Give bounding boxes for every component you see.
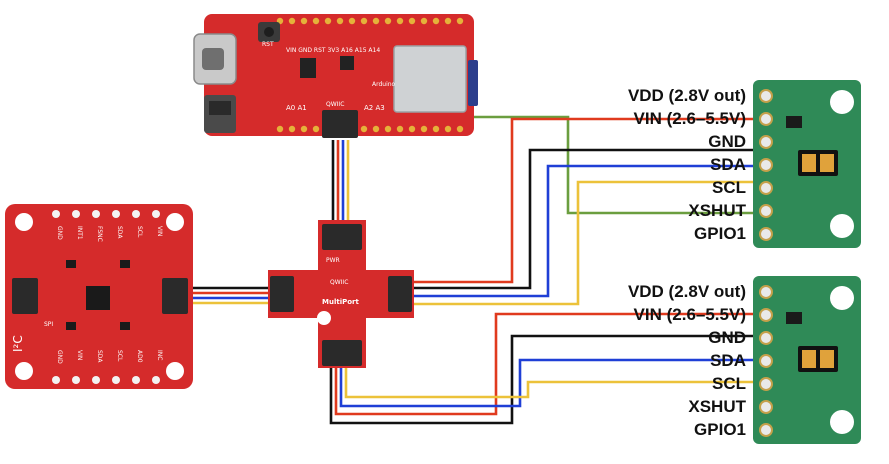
wire-s2-scl-yellow (344, 365, 762, 399)
sensor-1-pin-vdd-label: VDD (2.8V out) (627, 86, 746, 105)
sensor-2-pin-xshut-label: XSHUT (688, 397, 746, 416)
svg-text:SCL: SCL (136, 226, 143, 238)
wireless-module (393, 45, 467, 113)
wire-s1-gnd-black (410, 148, 762, 290)
sensor-1-tof-window-1 (802, 154, 816, 172)
imu-chip-small-2 (120, 260, 130, 268)
sensor-2-pin-sda-label: SDA (710, 351, 746, 370)
wire-s2-sda-blue (339, 358, 762, 408)
multiport-port-top (322, 224, 362, 250)
antenna-strip (468, 60, 478, 106)
sensor-1-mount-hole-top (830, 90, 854, 114)
wire-s1-sda-blue (410, 164, 762, 298)
sensor-2-pin-gpio1-label: GPIO1 (694, 420, 746, 439)
mcu-silk-bottom-left: A0 A1 (286, 104, 307, 112)
multiport-silk-name: MultiPort (322, 298, 359, 306)
mcu-silk-qwiic: QWIIC (326, 101, 344, 108)
sensor-2-mount-hole-bottom (830, 410, 854, 434)
multiport-silk-qwiic: QWIIC (330, 279, 348, 286)
svg-text:GND: GND (56, 350, 63, 364)
sensor-1-mount-hole-bottom (830, 214, 854, 238)
svg-text:FSNC: FSNC (96, 226, 103, 242)
multiport-port-bottom (322, 340, 362, 366)
reset-button-cap (264, 27, 274, 37)
imu-silk-top-pins: GND INT1 FSNC SDA SCL VIN (56, 226, 163, 242)
wire-s2-vin-red (334, 312, 762, 416)
mcu-qwiic-connector (322, 110, 358, 138)
imu-qwiic-right (162, 278, 188, 314)
imu-mount-hole-tr (166, 213, 184, 231)
svg-text:AD0: AD0 (136, 350, 143, 363)
sensor-1-pin-xshut-label: XSHUT (688, 201, 746, 220)
imu-silk-i2c: I²C (11, 335, 25, 352)
multiport-port-left (270, 276, 294, 312)
wire-s1-vin-red (410, 117, 762, 284)
wires (190, 115, 762, 425)
wire-s2-gnd-black (329, 334, 762, 425)
sensor-2-regulator (786, 312, 802, 324)
sensor-2-tof-window-2 (820, 350, 834, 368)
svg-text:VIN: VIN (76, 350, 83, 360)
mcu-silk-bottom-right: A2 A3 (364, 104, 385, 112)
sensor-module-2 (753, 276, 861, 444)
sensor-1-pads (759, 89, 773, 241)
imu-pads (52, 210, 160, 384)
sensor-2-tof-window-1 (802, 350, 816, 368)
imu-silk-bottom-pins: GND VIN SDA SCL AD0 INC (56, 350, 163, 364)
wire-s1-scl-yellow (410, 180, 762, 306)
sensor-2-pads (759, 285, 773, 437)
svg-text:SDA: SDA (116, 226, 123, 239)
sensor-2-pin-gnd-label: GND (708, 328, 746, 347)
multiport-port-right (388, 276, 412, 312)
sensor-1-pin-gpio1-label: GPIO1 (694, 224, 746, 243)
usb-c-port-opening (202, 48, 224, 70)
sensor-2-pin-scl-label: SCL (712, 374, 746, 393)
multiport-board: PWR QWIIC MultiPort (268, 220, 414, 368)
imu-mount-hole-tl (15, 213, 33, 231)
sensor-1-tof-window-2 (820, 154, 834, 172)
sensor-2-mount-hole-top (830, 286, 854, 310)
svg-text:SCL: SCL (116, 350, 123, 362)
mcu-silk-top-pins: VIN GND RST 3V3 A16 A15 A14 (286, 47, 380, 54)
mcu-header-pads (276, 17, 464, 133)
imu-chip-small-4 (120, 322, 130, 330)
mcu-silk-rst: RST (262, 41, 274, 48)
mcu-chip-2 (340, 56, 354, 70)
sensor-1-pin-scl-label: SCL (712, 178, 746, 197)
svg-text:VIN: VIN (156, 226, 163, 236)
imu-sensor-chip (86, 286, 110, 310)
sensor-2-pin-vdd-label: VDD (2.8V out) (627, 282, 746, 301)
sensor-1-pin-sda-label: SDA (710, 155, 746, 174)
multiport-pcb (268, 220, 414, 368)
svg-text:INC: INC (156, 350, 163, 360)
imu-qwiic-left (12, 278, 38, 314)
multiport-mount-hole (317, 311, 331, 325)
svg-text:SDA: SDA (96, 350, 103, 363)
battery-connector-slot (209, 101, 231, 115)
multiport-silk-pwr: PWR (326, 257, 340, 264)
mcu-silk-side: Arduino (372, 81, 396, 88)
imu-mount-hole-bl (15, 362, 33, 380)
imu-breakout-board: GND INT1 FSNC SDA SCL VIN GND VIN SDA SC… (5, 204, 193, 389)
sensor-1-pin-gnd-label: GND (708, 132, 746, 151)
imu-mount-hole-br (166, 362, 184, 380)
imu-silk-spi: SPI (44, 321, 53, 328)
sensor-1-regulator (786, 116, 802, 128)
svg-text:INT1: INT1 (76, 226, 83, 240)
imu-chip-small-1 (66, 260, 76, 268)
microcontroller-board: RST VIN GND RST 3V3 A16 A15 A14 A0 A1 A2… (193, 14, 478, 138)
sensor-module-1 (753, 80, 861, 248)
mcu-chip-1 (300, 58, 316, 78)
sensor-2-pin-vin-label: VIN (2.6–5.5V) (633, 305, 746, 324)
svg-text:GND: GND (56, 226, 63, 240)
imu-chip-small-3 (66, 322, 76, 330)
sensor-1-pin-vin-label: VIN (2.6–5.5V) (633, 109, 746, 128)
